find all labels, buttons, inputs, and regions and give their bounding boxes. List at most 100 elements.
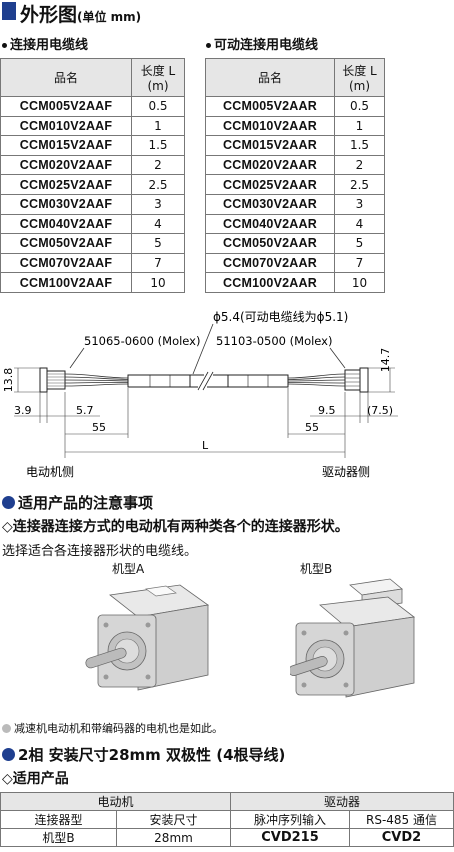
product-code: CCM025V2AAR: [205, 174, 335, 195]
product-code: CCM005V2AAF: [0, 96, 132, 117]
right-table-title: 可动连接用电缆线: [206, 34, 318, 53]
col-header-length: 长度 L(m): [334, 58, 385, 97]
section-bullet-icon: [2, 496, 15, 509]
product-code: CCM050V2AAF: [0, 233, 132, 254]
length-value: 1.5: [131, 135, 185, 156]
length-value: 3: [131, 193, 185, 215]
cell-mount-size: 28mm: [116, 828, 231, 847]
dim-L-label: L: [202, 439, 209, 452]
footnote: 减速机电动机和带编码器的电机也是如此。: [2, 720, 223, 736]
product-code: CCM025V2AAF: [0, 174, 132, 195]
left-table-title: 连接用电缆线: [2, 34, 88, 53]
col-header-name: 品名: [205, 58, 335, 97]
dim-55-right-label: 55: [305, 421, 319, 434]
header-accent-bar: [2, 2, 16, 20]
length-value: 5: [131, 233, 185, 254]
length-value: 2.5: [334, 174, 385, 195]
motor-a-illustration: [85, 584, 210, 691]
product-code: CCM010V2AAR: [205, 115, 335, 137]
notice-title: 适用产品的注意事项: [2, 492, 153, 513]
product-code: CCM010V2AAF: [0, 115, 132, 137]
left-connector-housing: [39, 367, 48, 393]
motor-side-label: 电动机侧: [26, 465, 74, 479]
notice-subtitle: ◇连接器连接方式的电动机有两种类各个的连接器形状。: [2, 519, 349, 535]
col-header-name: 品名: [0, 58, 132, 97]
bullet-icon: [206, 43, 211, 48]
col-mount-size: 安装尺寸: [116, 810, 231, 829]
head-motor: 电动机: [0, 792, 231, 811]
product-code: CCM030V2AAF: [0, 193, 132, 215]
length-value: 2: [131, 154, 185, 176]
product-code: CCM100V2AAR: [205, 272, 335, 293]
length-value: 0.5: [334, 96, 385, 117]
right-connector-label: 51103-0500 (Molex): [216, 334, 332, 348]
dim-13-8-label: 13.8: [2, 368, 15, 393]
page-title: 外形图(单位 mm): [20, 4, 142, 26]
product-code: CCM100V2AAF: [0, 272, 132, 293]
length-value: 2.5: [131, 174, 185, 195]
product-code: CCM070V2AAF: [0, 252, 132, 274]
right-connector-housing: [344, 369, 361, 391]
cell-pulse-input: CVD215: [230, 828, 350, 847]
dim-5-7-label: 5.7: [76, 404, 94, 417]
product-code: CCM020V2AAR: [205, 154, 335, 176]
length-value: 2: [334, 154, 385, 176]
product-code: CCM030V2AAR: [205, 193, 335, 215]
length-value: 4: [334, 213, 385, 235]
length-value: 3: [334, 193, 385, 215]
head-driver: 驱动器: [230, 792, 454, 811]
product-title: 2相 安装尺寸28mm 双极性 (4根导线): [2, 744, 285, 765]
cable-drawing: ϕ5.4(可动电缆线为ϕ5.1) 51065-0600 (Molex) 5110…: [2, 310, 398, 479]
length-value: 5: [334, 233, 385, 254]
cell-rs485: CVD2: [349, 828, 454, 847]
product-code: CCM040V2AAR: [205, 213, 335, 235]
length-value: 1: [334, 115, 385, 137]
length-value: 10: [334, 272, 385, 293]
length-value: 4: [131, 213, 185, 235]
unit-label: (单位 mm): [77, 10, 142, 24]
motor-a-label: 机型A: [112, 562, 145, 576]
product-table: 电动机 驱动器 连接器型 安装尺寸 脉冲序列输入 RS-485 通信 机型B 2…: [0, 792, 454, 847]
dim-55-left-label: 55: [92, 421, 106, 434]
col-connector-type: 连接器型: [0, 810, 117, 829]
notice-text: 选择适合各连接器形状的电缆线。: [2, 544, 198, 559]
cable-jacket-left: [127, 374, 191, 388]
dim-14-7-label: 14.7: [379, 348, 392, 373]
length-value: 1: [131, 115, 185, 137]
product-code: CCM015V2AAR: [205, 135, 335, 156]
product-code: CCM040V2AAF: [0, 213, 132, 235]
dim-7-5-label: (7.5): [367, 404, 393, 417]
col-header-length: 长度 L(m): [131, 58, 185, 97]
diameter-label: ϕ5.4(可动电缆线为ϕ5.1): [213, 310, 348, 324]
col-pulse-input: 脉冲序列输入: [230, 810, 350, 829]
length-value: 0.5: [131, 96, 185, 117]
product-subtitle: ◇适用产品: [2, 771, 69, 787]
col-rs485: RS-485 通信: [349, 810, 454, 829]
dim-3-9-label: 3.9: [14, 404, 32, 417]
product-code: CCM015V2AAF: [0, 135, 132, 156]
product-code: CCM050V2AAR: [205, 233, 335, 254]
left-connector-label: 51065-0600 (Molex): [84, 334, 200, 348]
motor-b-label: 机型B: [300, 562, 333, 576]
cable-jacket-right: [227, 374, 289, 388]
